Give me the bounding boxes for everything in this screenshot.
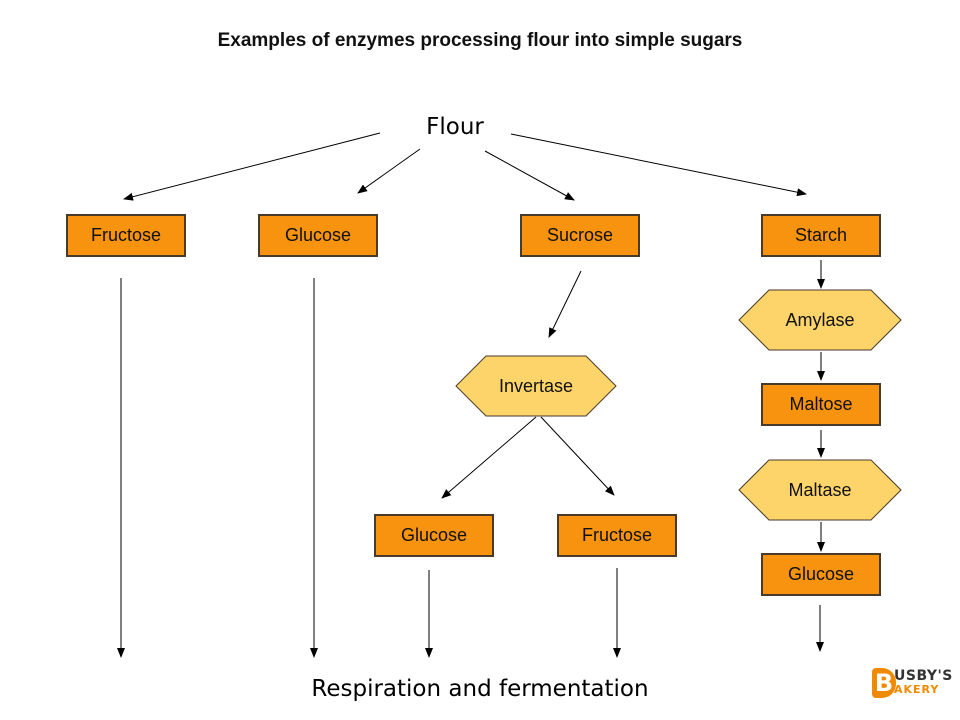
edge-sucrose-invertase bbox=[548, 270, 582, 338]
edge-invertase-fructose bbox=[540, 416, 615, 496]
edge-flour-fructose bbox=[123, 132, 381, 201]
logo-mark: B bbox=[872, 668, 896, 698]
node-glucose: Glucose bbox=[258, 214, 378, 257]
node-sucrose: Sucrose bbox=[520, 214, 640, 257]
edge-flour-glucose bbox=[357, 148, 421, 194]
enzyme-amylase: Amylase bbox=[738, 289, 902, 351]
enzyme-invertase: Invertase bbox=[455, 355, 617, 417]
enzyme-maltase: Maltase bbox=[738, 459, 902, 521]
node-starch: Starch bbox=[761, 214, 881, 257]
edge-flour-starch bbox=[510, 133, 807, 197]
root-flour: Flour bbox=[426, 114, 484, 140]
diagram-title: Examples of enzymes processing flour int… bbox=[217, 30, 743, 51]
logo-line1: USBY'S bbox=[894, 668, 953, 684]
busbys-bakery-logo: B USBY'S AKERY bbox=[872, 668, 956, 702]
node-glucose-maltase: Glucose bbox=[761, 553, 881, 596]
edge-invertase-glucose bbox=[441, 416, 537, 499]
edge-flour-sucrose bbox=[484, 150, 575, 201]
node-maltose: Maltose bbox=[761, 383, 881, 426]
node-fructose: Fructose bbox=[66, 214, 186, 257]
node-fructose-invertase: Fructose bbox=[557, 514, 677, 557]
node-glucose-invertase: Glucose bbox=[374, 514, 494, 557]
logo-line2: AKERY bbox=[894, 683, 940, 696]
bottom-respiration-fermentation: Respiration and fermentation bbox=[311, 676, 649, 702]
